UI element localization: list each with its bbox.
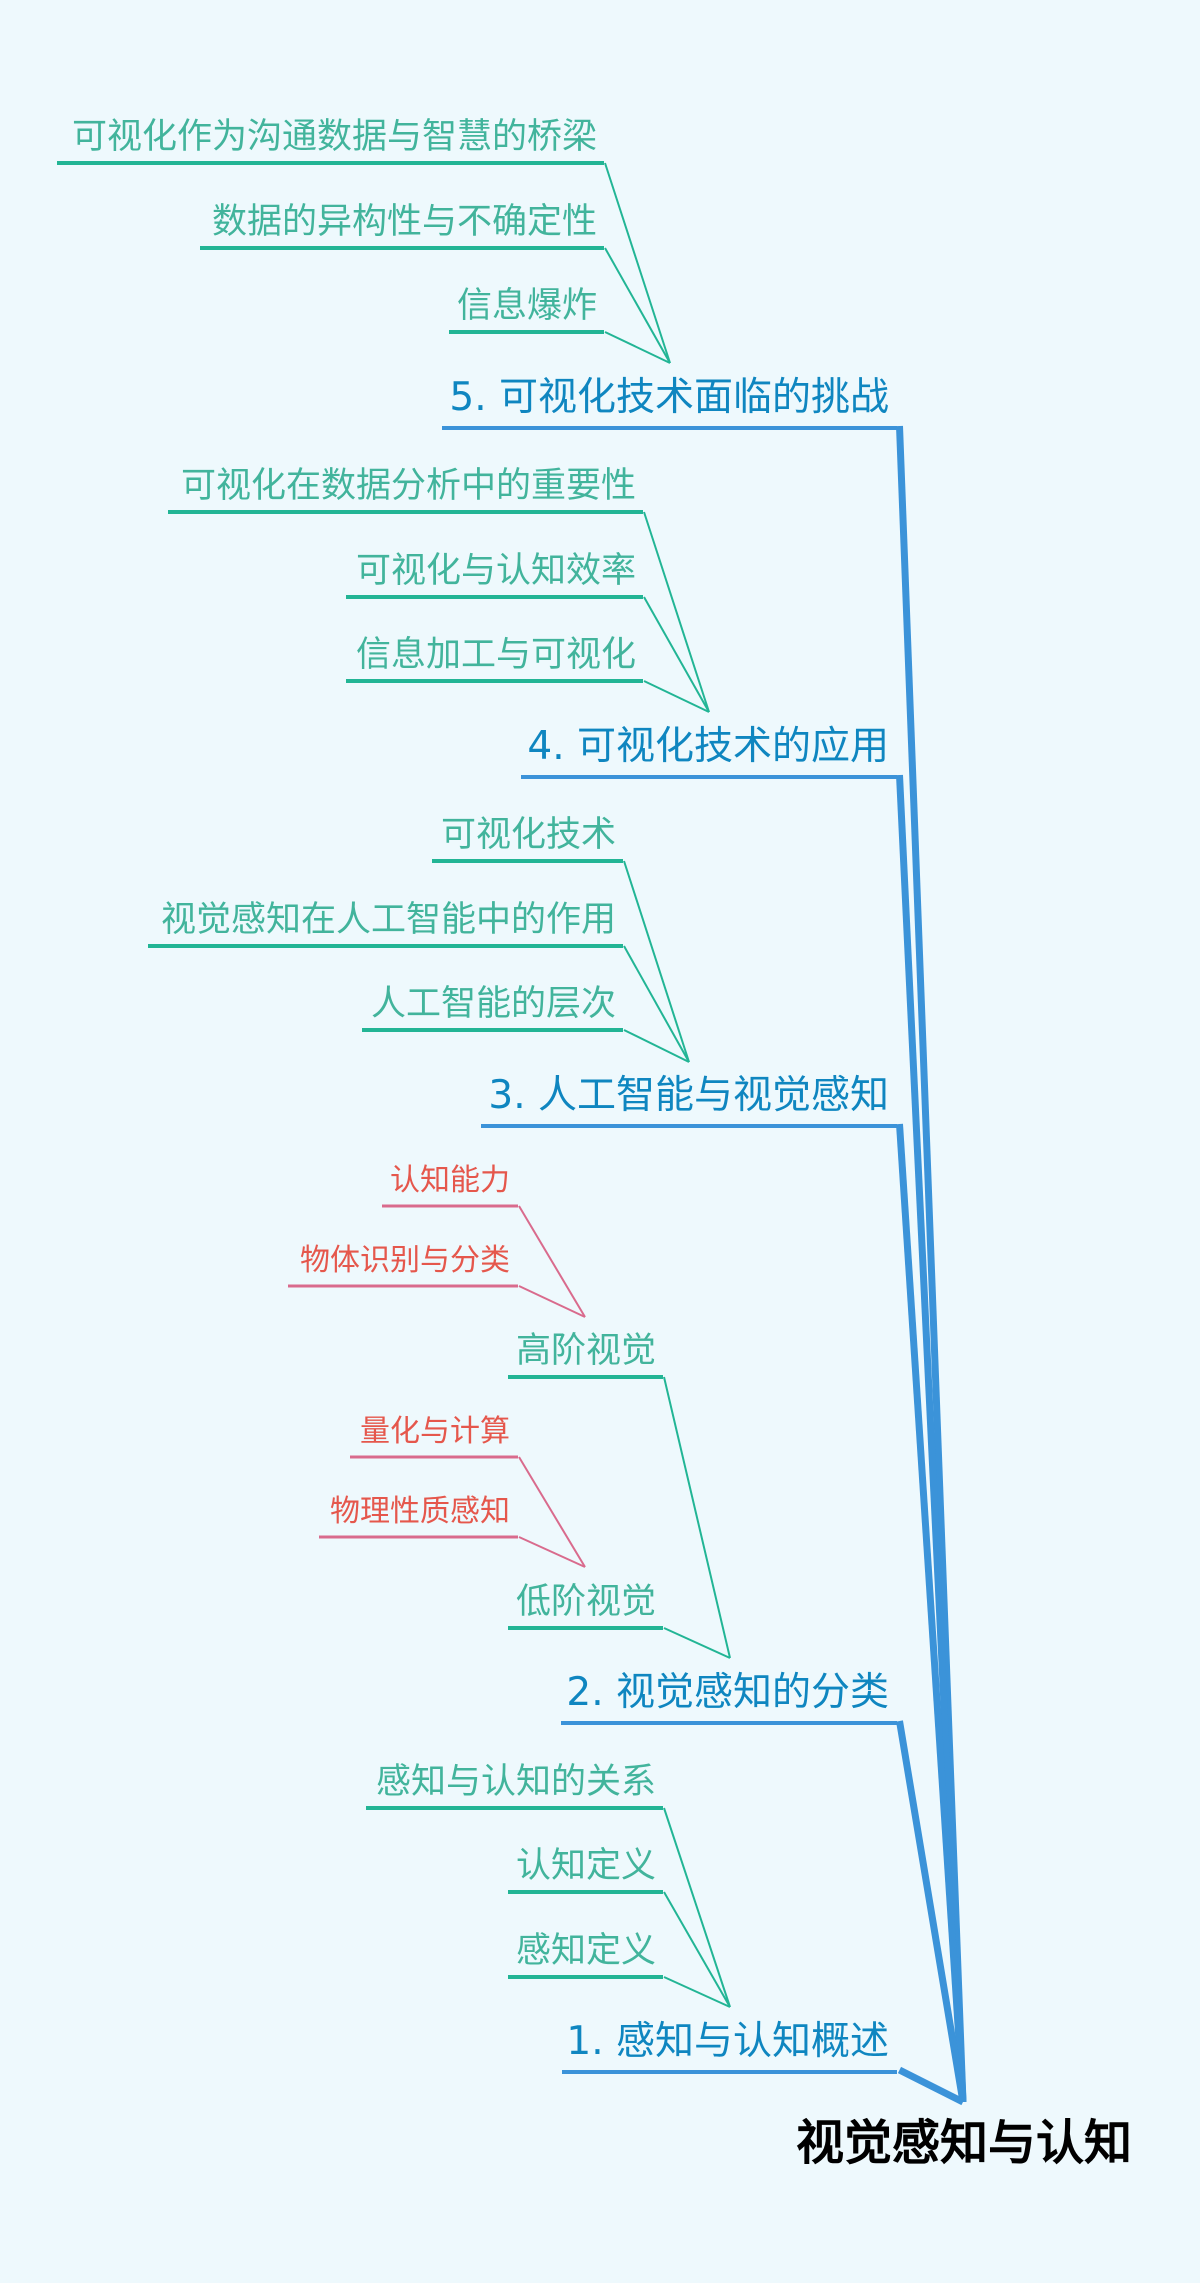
subtopic-cognition-definition: 认知定义 — [508, 1846, 663, 1894]
connector-line — [643, 596, 710, 713]
subtopic-data-heterogeneity: 数据的异构性与不确定性 — [200, 202, 604, 250]
subtopic-perception-cognition-relation: 感知与认知的关系 — [366, 1762, 663, 1810]
subtopic-label: 可视化在数据分析中的重要性 — [181, 466, 636, 506]
connector-branch-1 — [897, 2066, 965, 2106]
connector-line — [663, 1976, 731, 2008]
branch-1-connectors — [663, 1807, 731, 2008]
subtopic-role-in-ai: 视觉感知在人工智能中的作用 — [148, 900, 623, 948]
subtopic-visualization-bridge: 可视化作为沟通数据与智慧的桥梁 — [57, 117, 604, 165]
connector-line — [643, 680, 710, 713]
branch-5-connectors — [604, 162, 671, 364]
low-level-vision-group: 量化与计算 物理性质感知 低阶视觉 — [319, 1414, 663, 1630]
subtopic-label: 低阶视觉 — [516, 1582, 656, 1622]
branch-2-connectors — [663, 1376, 731, 1659]
subtopic-information-explosion: 信息爆炸 — [449, 286, 604, 334]
branch-1-overview: 感知与认知的关系 认知定义 感知定义 1. 感知与认知概述 — [366, 1762, 897, 2074]
branch-topic-1: 1. 感知与认知概述 — [562, 2019, 897, 2074]
subtopic-label: 可视化作为沟通数据与智慧的桥梁 — [72, 117, 597, 157]
root-topic-label: 视觉感知与认知 — [796, 2115, 1132, 2171]
connector-line — [604, 247, 671, 364]
connector-branch-2 — [896, 1720, 967, 2103]
connector-line — [623, 945, 690, 1063]
branch-label: 5. 可视化技术面临的挑战 — [449, 375, 889, 420]
connector-line — [663, 1891, 731, 2008]
branch-topic-3: 3. 人工智能与视觉感知 — [481, 1073, 897, 1128]
branch-4-connectors — [643, 511, 710, 713]
connector-line — [518, 1285, 586, 1318]
branch-3-ai-and-vision: 可视化技术 视觉感知在人工智能中的作用 人工智能的层次 3. 人工智能与视觉感知 — [148, 815, 897, 1128]
subtopic-low-level-vision: 低阶视觉 — [508, 1582, 663, 1630]
low-level-vision-connectors — [518, 1456, 586, 1568]
high-level-vision-group: 认知能力 物体识别与分类 高阶视觉 — [288, 1163, 663, 1379]
connector-branch-3 — [896, 1123, 967, 2103]
subtopic-label: 可视化技术 — [441, 815, 616, 855]
subtopic-label: 认知定义 — [516, 1846, 656, 1886]
root-connectors — [896, 425, 967, 2106]
connector-line — [623, 860, 690, 1063]
branch-topic-5: 5. 可视化技术面临的挑战 — [442, 375, 897, 430]
detail-label: 量化与计算 — [360, 1414, 510, 1449]
subtopic-label: 感知与认知的关系 — [376, 1762, 656, 1802]
subtopic-information-processing: 信息加工与可视化 — [346, 635, 643, 683]
root-topic: 视觉感知与认知 — [796, 2115, 1132, 2171]
subtopic-perception-definition: 感知定义 — [508, 1931, 663, 1979]
detail-object-recognition: 物体识别与分类 — [288, 1243, 518, 1288]
branch-5-challenges: 可视化作为沟通数据与智慧的桥梁 数据的异构性与不确定性 信息爆炸 5. 可视化技… — [57, 117, 897, 430]
branch-label: 3. 人工智能与视觉感知 — [488, 1073, 889, 1118]
connector-line — [518, 1456, 586, 1568]
subtopic-label: 高阶视觉 — [516, 1331, 656, 1371]
branch-label: 2. 视觉感知的分类 — [566, 1670, 889, 1715]
connector-line — [518, 1205, 586, 1318]
subtopic-high-level-vision: 高阶视觉 — [508, 1331, 663, 1379]
subtopic-ai-levels: 人工智能的层次 — [362, 984, 623, 1032]
detail-cognitive-ability: 认知能力 — [382, 1163, 518, 1208]
subtopic-label: 信息爆炸 — [457, 286, 597, 326]
subtopic-label: 感知定义 — [516, 1931, 656, 1971]
connector-line — [604, 331, 671, 364]
connector-line — [518, 1536, 586, 1568]
connector-line — [663, 1376, 731, 1659]
subtopic-label: 可视化与认知效率 — [356, 551, 636, 591]
branch-label: 4. 可视化技术的应用 — [527, 724, 889, 769]
connector-line — [643, 511, 710, 713]
detail-label: 物体识别与分类 — [300, 1243, 510, 1278]
branch-2-classification: 认知能力 物体识别与分类 高阶视觉 量化与 — [288, 1163, 897, 1725]
high-level-vision-connectors — [518, 1205, 586, 1318]
subtopic-importance-in-analysis: 可视化在数据分析中的重要性 — [168, 466, 643, 514]
detail-label: 物理性质感知 — [330, 1494, 510, 1529]
subtopic-cognitive-efficiency: 可视化与认知效率 — [346, 551, 643, 599]
connector-line — [663, 1627, 731, 1659]
connector-line — [623, 1029, 690, 1063]
subtopic-label: 人工智能的层次 — [371, 984, 616, 1024]
branch-3-connectors — [623, 860, 690, 1063]
connector-line — [663, 1807, 731, 2008]
subtopic-visualization-technology: 可视化技术 — [432, 815, 623, 863]
subtopic-label: 信息加工与可视化 — [356, 635, 636, 675]
subtopic-label: 数据的异构性与不确定性 — [212, 202, 597, 242]
branch-topic-4: 4. 可视化技术的应用 — [521, 724, 897, 779]
branch-label: 1. 感知与认知概述 — [566, 2019, 889, 2064]
detail-physical-properties: 物理性质感知 — [319, 1494, 518, 1539]
subtopic-label: 视觉感知在人工智能中的作用 — [161, 900, 616, 940]
detail-quantification: 量化与计算 — [350, 1414, 518, 1459]
branch-topic-2: 2. 视觉感知的分类 — [561, 1670, 897, 1725]
connector-line — [604, 162, 671, 364]
detail-label: 认知能力 — [390, 1163, 510, 1198]
branch-4-applications: 可视化在数据分析中的重要性 可视化与认知效率 信息加工与可视化 4. 可视化技术… — [168, 466, 897, 779]
connector-branch-4 — [896, 774, 967, 2103]
